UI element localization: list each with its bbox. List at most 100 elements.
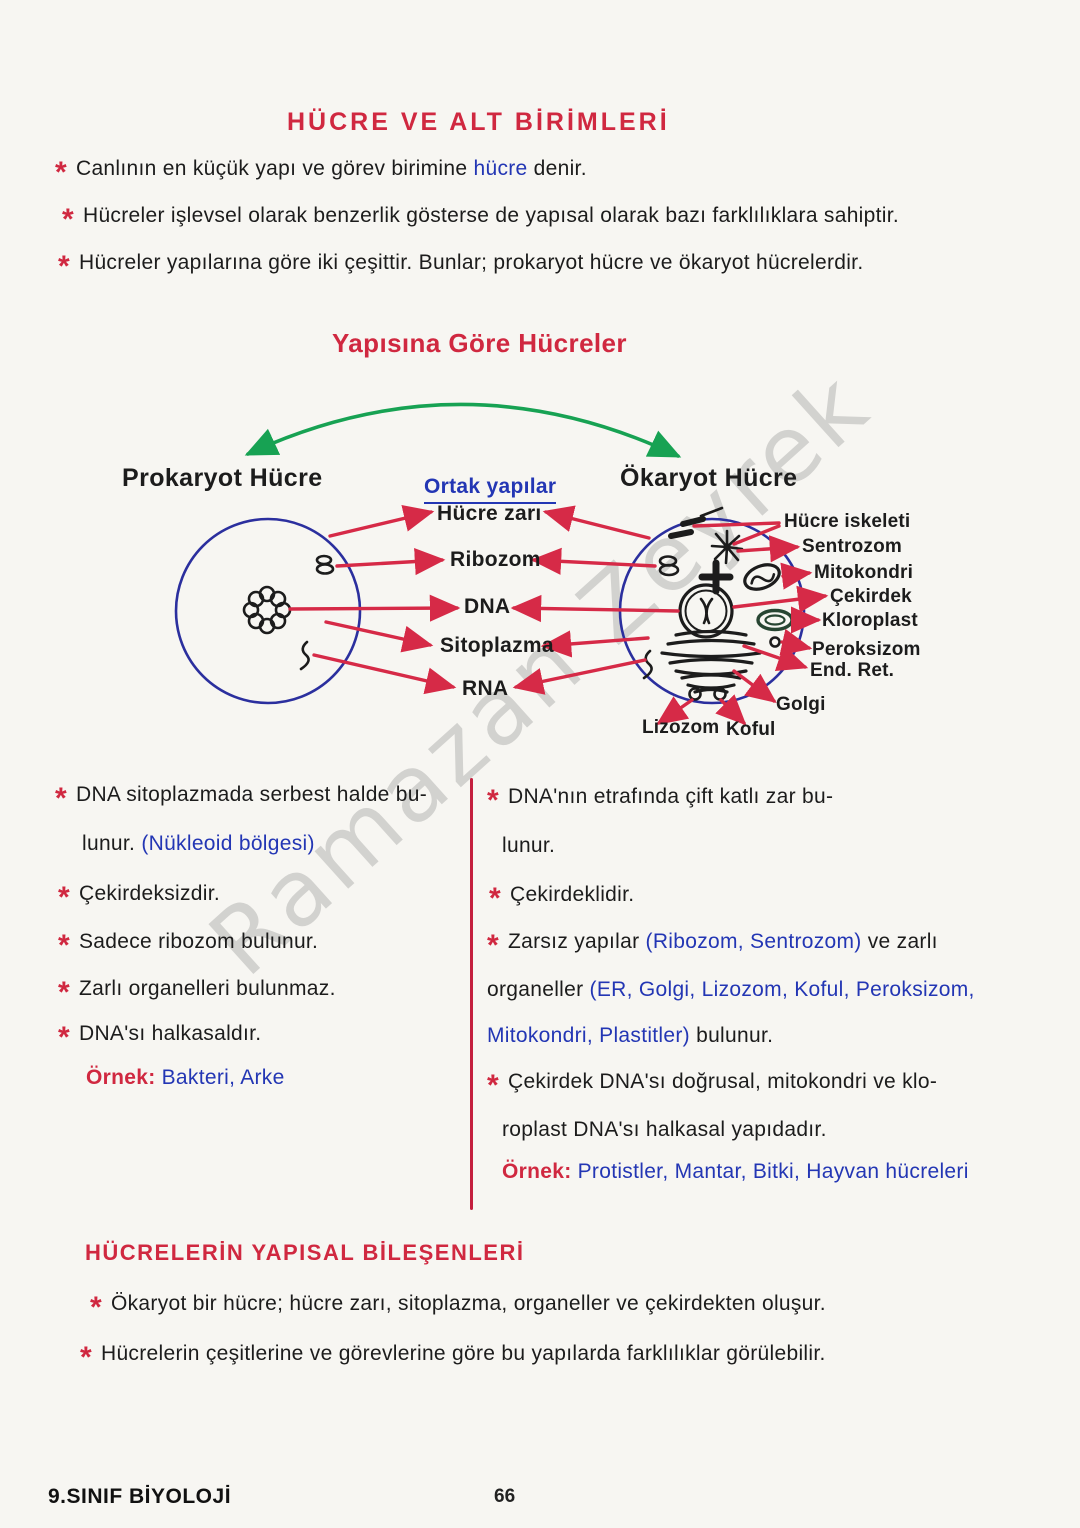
prok-example-value: Bakteri, Arke bbox=[161, 1066, 285, 1089]
chloroplast bbox=[756, 608, 794, 632]
prok-item-4-text: Zarlı organelleri bulunmaz. bbox=[78, 977, 336, 1000]
euk-item-3-line-3: Mitokondri, Plastitler) bulunur. bbox=[487, 1024, 773, 1048]
euk-item-3-line-1: * Zarsız yapılar (Ribozom, Sentrozom) ve … bbox=[487, 930, 938, 961]
bullet-asterisk-icon: * bbox=[58, 1021, 70, 1054]
euk-label-golgi: Golgi bbox=[776, 694, 826, 715]
prok-example: Örnek: Bakteri, Arke bbox=[86, 1066, 285, 1090]
common-label-rna: RNA bbox=[462, 677, 509, 700]
intro-bullet-1-end: denir. bbox=[527, 157, 587, 180]
euk-item-1-line-2: lunur. bbox=[502, 834, 555, 858]
euk-item-3-blue: (Ribozom, Sentrozom) bbox=[645, 930, 862, 953]
euk-example-value: Protistler, Mantar, Bitki, Hayvan hücrel… bbox=[577, 1160, 969, 1183]
prokaryote-cell-title: Prokaryot Hücre bbox=[122, 464, 323, 492]
prokaryote-membrane bbox=[174, 517, 362, 705]
peroxisome-dot bbox=[769, 636, 781, 648]
euk-example-label: Örnek: bbox=[502, 1160, 578, 1183]
euk-label-endoplasmic-reticulum: End. Ret. bbox=[810, 660, 895, 681]
common-label-ribosome: Ribozom bbox=[450, 548, 541, 571]
prok-item-2: * Çekirdeksizdir. bbox=[58, 882, 221, 913]
euk-item-3-l2-black: organeller bbox=[487, 978, 590, 1001]
prokaryote-rna-squiggle bbox=[299, 640, 310, 671]
eukaryote-cell-title: Ökaryot Hücre bbox=[620, 464, 798, 492]
euk-item-3-line-2: organeller (ER, Golgi, Lizozom, Koful, P… bbox=[487, 978, 975, 1002]
euk-item-3-black2: ve zarlı bbox=[861, 930, 938, 953]
euk-label-cytoskeleton: Hücre iskeleti bbox=[784, 511, 911, 532]
euk-label-peroxisome: Peroksizom bbox=[812, 639, 921, 660]
section2-bullet-1-text: Ökaryot bir hücre; hücre zarı, sitoplazm… bbox=[110, 1292, 826, 1315]
euk-item-1-text: DNA'nın etrafında çift katlı zar bu- bbox=[507, 785, 834, 808]
bullet-asterisk-icon: * bbox=[487, 1069, 499, 1102]
bullet-asterisk-icon: * bbox=[58, 976, 70, 1009]
euk-item-2: * Çekirdeklidir. bbox=[489, 883, 635, 914]
bullet-asterisk-icon: * bbox=[55, 782, 67, 815]
bullet-asterisk-icon: * bbox=[58, 929, 70, 962]
prok-item-4: * Zarlı organelleri bulunmaz. bbox=[58, 977, 336, 1008]
bullet-asterisk-icon: * bbox=[489, 882, 501, 915]
footer-book-title: 9.SINIF BİYOLOJİ bbox=[48, 1485, 232, 1508]
bullet-asterisk-icon: * bbox=[487, 929, 499, 962]
euk-label-lysosome: Lizozom bbox=[642, 717, 720, 738]
intro-bullet-1: *Canlının en küçük yapı ve görev birimin… bbox=[55, 157, 587, 188]
euk-item-3-l3-blue: Mitokondri, Plastitler) bbox=[487, 1024, 690, 1047]
common-label-dna: DNA bbox=[464, 595, 511, 618]
euk-item-4-text: Çekirdek DNA'sı doğrusal, mitokondri ve … bbox=[507, 1070, 938, 1093]
euk-item-4-line-2: roplast DNA'sı halkasal yapıdadır. bbox=[502, 1118, 827, 1142]
bullet-asterisk-icon: * bbox=[80, 1341, 92, 1374]
section2-bullet-2: * Hücrelerin çeşitlerine ve görevlerine g… bbox=[80, 1342, 826, 1373]
section2-bullet-1: * Ökaryot bir hücre; hücre zarı, sitoplaz… bbox=[90, 1292, 826, 1323]
euk-item-3-black: Zarsız yapılar bbox=[507, 930, 646, 953]
euk-item-3-l2-blue: (ER, Golgi, Lizozom, Koful, Peroksizom, bbox=[589, 978, 975, 1001]
euk-item-2-text: Çekirdeklidir. bbox=[509, 883, 635, 906]
prokaryote-ribosome bbox=[315, 554, 335, 575]
column-divider-line bbox=[470, 778, 473, 1210]
euk-label-nucleus: Çekirdek bbox=[830, 586, 912, 607]
common-label-cytoplasm: Sitoplazma bbox=[440, 634, 554, 657]
section2-bullet-2-text: Hücrelerin çeşitlerine ve görevlerine gö… bbox=[100, 1342, 826, 1365]
nucleus bbox=[678, 583, 734, 639]
prok-item-5-text: DNA'sı halkasaldır. bbox=[78, 1022, 262, 1045]
branch-arc-arrow bbox=[244, 402, 682, 458]
section2-heading: HÜCRELERİN YAPISAL BİLEŞENLERİ bbox=[85, 1240, 525, 1265]
prok-item-2-text: Çekirdeksizdir. bbox=[78, 882, 221, 905]
bullet-asterisk-icon: * bbox=[62, 203, 74, 236]
euk-item-4-cont: roplast DNA'sı halkasal yapıdadır. bbox=[502, 1118, 827, 1141]
euk-item-3-l3-black: bulunur. bbox=[689, 1024, 774, 1047]
eukaryote-squiggle bbox=[642, 649, 653, 680]
lysosome-dot bbox=[688, 687, 702, 701]
cell-diagram-artwork bbox=[174, 402, 829, 726]
prok-item-3: * Sadece ribozom bulunur. bbox=[58, 930, 319, 961]
euk-label-mitochondrion: Mitokondri bbox=[814, 562, 914, 583]
euk-item-1-line-1: * DNA'nın etrafında çift katlı zar bu- bbox=[487, 785, 834, 816]
bullet-asterisk-icon: * bbox=[90, 1291, 102, 1324]
page-title: HÜCRE VE ALT BİRİMLERİ bbox=[287, 108, 670, 136]
footer-page-number: 66 bbox=[494, 1486, 516, 1507]
euk-item-4-line-1: * Çekirdek DNA'sı doğrusal, mitokondri ve… bbox=[487, 1070, 938, 1101]
prokaryote-arrows bbox=[288, 505, 461, 695]
euk-label-chloroplast: Kloroplast bbox=[822, 610, 918, 631]
intro-bullet-2-text: Hücreler işlevsel olarak benzerlik göste… bbox=[82, 204, 900, 227]
bullet-asterisk-icon: * bbox=[58, 250, 70, 283]
prok-item-1-line-1: *DNA sitoplazmada serbest halde bu- bbox=[55, 783, 427, 814]
mitochondrion bbox=[743, 563, 781, 591]
prok-item-1-cont: lunur. bbox=[82, 832, 142, 855]
eukaryote-common-arrows bbox=[510, 505, 680, 695]
intro-bullet-1-highlight: hücre bbox=[473, 157, 528, 180]
prok-item-1-line-2: lunur. (Nükleoid bölgesi) bbox=[82, 832, 315, 856]
euk-label-vacuole: Koful bbox=[726, 719, 776, 740]
er-golgi-stack bbox=[660, 629, 762, 694]
prokaryote-circular-dna bbox=[242, 585, 292, 635]
intro-bullet-3-text: Hücreler yapılarına göre iki çeşittir. B… bbox=[78, 251, 864, 274]
bullet-asterisk-icon: * bbox=[55, 156, 67, 189]
centrosome-aster bbox=[710, 529, 744, 565]
cytoskeleton-rods bbox=[668, 506, 724, 539]
eukaryote-ribosome bbox=[658, 555, 680, 577]
intro-bullet-2: * Hücreler işlevsel olarak benzerlik göst… bbox=[62, 204, 900, 235]
bullet-asterisk-icon: * bbox=[58, 881, 70, 914]
euk-example: Örnek: Protistler, Mantar, Bitki, Hayvan… bbox=[502, 1160, 969, 1184]
intro-bullet-3: * Hücreler yapılarına göre iki çeşittir. … bbox=[58, 251, 864, 282]
prokaryote-cell-drawing bbox=[174, 517, 362, 705]
prok-example-label: Örnek: bbox=[86, 1066, 162, 1089]
prok-item-3-text: Sadece ribozom bulunur. bbox=[78, 930, 319, 953]
bullet-asterisk-icon: * bbox=[487, 784, 499, 817]
